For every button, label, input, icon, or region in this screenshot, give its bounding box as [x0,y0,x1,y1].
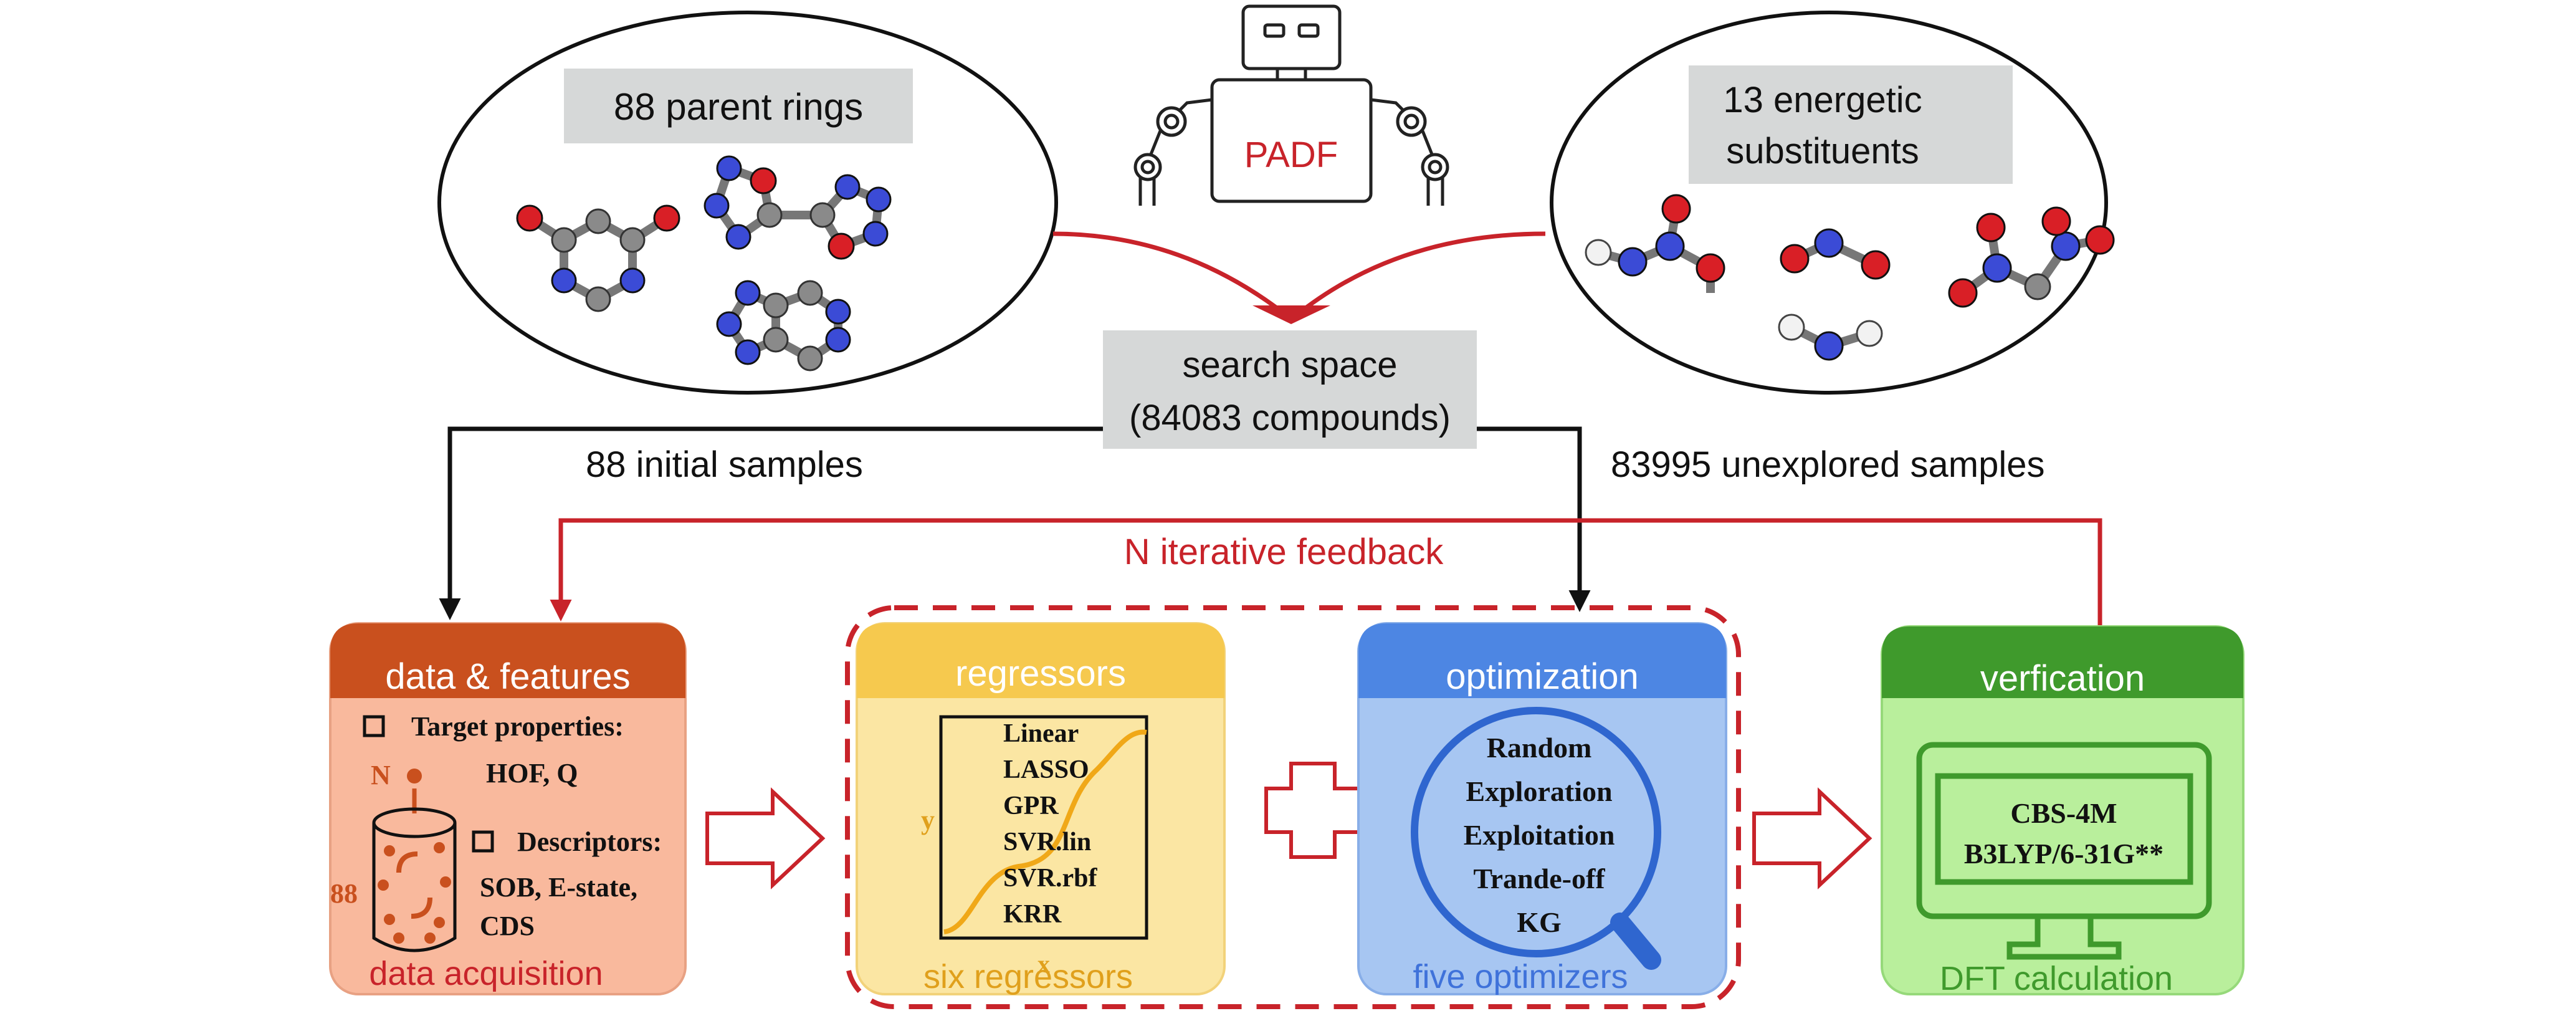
molecule-ring-2-icon [704,155,892,260]
sample-dots-icon [378,842,451,944]
regressors-header: regressors [955,653,1126,694]
iterative-feedback-arrow [550,518,2102,626]
initial-samples-arrow [439,426,1103,620]
search-space-line1: search space [1183,345,1398,385]
verification-card [1881,625,2244,995]
optimizer-item: Trande-off [1473,863,1605,894]
verification-line1: CBS-4M [2010,797,2117,829]
regressor-item: LASSO [1003,755,1089,784]
robot-icon [1133,4,1449,206]
robot-label: PADF [1244,135,1338,175]
data-features-card [329,622,687,995]
descriptors-line1: SOB, E-state, [480,872,637,903]
unexplored-samples-label: 83995 unexplored samples [1611,444,2044,485]
search-space-line2: (84083 compounds) [1129,398,1451,438]
descriptors-line2: CDS [480,911,535,941]
monitor-icon [1916,742,2212,960]
descriptors-checkbox-icon [472,830,494,853]
regressors-footer: six regressors [923,958,1133,995]
rings-to-search-arrow [1052,231,1292,320]
optimizer-item: Exploitation [1464,819,1615,851]
substituents-label-line2: substituents [1726,131,1919,171]
substituents-label-box [1689,65,2013,184]
verification-header: verfication [1980,658,2145,699]
descriptors-label: Descriptors: [517,827,662,857]
verification-footer: DFT calculation [1940,960,2173,997]
y-axis-label: y [921,805,935,835]
substituents-label-line1: 13 energetic [1723,80,1922,120]
optimizer-item: Exploration [1466,775,1612,807]
plus-icon [1264,762,1362,859]
verification-line2: B3LYP/6-31G** [1964,838,2163,870]
data-features-footer: data acquisition [369,955,603,992]
initial-samples-label: 88 initial samples [586,444,863,485]
data-features-header: data & features [385,656,630,697]
search-space-box [1103,330,1477,449]
target-properties-values: HOF, Q [486,758,578,788]
molecule-ring-3-icon [716,280,851,371]
parent-rings-label-box [564,69,913,143]
optimization-header: optimization [1446,656,1638,697]
regressor-item: KRR [1003,900,1062,929]
merge-arrowhead-icon [1252,305,1330,324]
magnifier-icon [1411,707,1661,970]
substituent-3-icon [1778,314,1883,361]
optimization-footer: five optimizers [1413,958,1628,995]
flow-arrow-2-icon [1752,787,1872,889]
model-group-dashed-box [845,605,1741,1009]
regressor-item: Linear [1003,719,1079,748]
optimizer-item: Random [1487,732,1592,764]
x-axis-label: x [1038,950,1050,978]
substituent-4-icon [1948,206,2115,308]
cycle-arrows-icon [396,851,432,919]
n-label: N [371,760,391,790]
regressor-plot-frame [939,715,1148,940]
n-dot-icon [407,769,422,784]
substituent-1-icon [1585,194,1725,293]
unexplored-samples-arrow [1477,426,1591,612]
parent-rings-label: 88 parent rings [614,86,863,128]
substituent-2-icon [1780,228,1891,280]
target-properties-label: Target properties: [411,711,624,742]
sample-count-label: 88 [330,878,358,909]
database-cylinder-icon [372,807,457,952]
regressor-item: SVR.rbf [1003,864,1098,893]
target-checkbox-icon [363,715,385,737]
molecule-ring-1-icon [516,204,680,312]
regressor-item: GPR [1003,792,1059,820]
iterative-feedback-label: N iterative feedback [1124,532,1444,572]
substituents-to-search-arrow [1291,231,1546,320]
flow-arrow-1-icon [705,787,826,889]
regressor-fit-curve [943,729,1147,934]
optimizer-item: KG [1517,906,1562,938]
regressor-item: SVR.lin [1003,828,1091,856]
